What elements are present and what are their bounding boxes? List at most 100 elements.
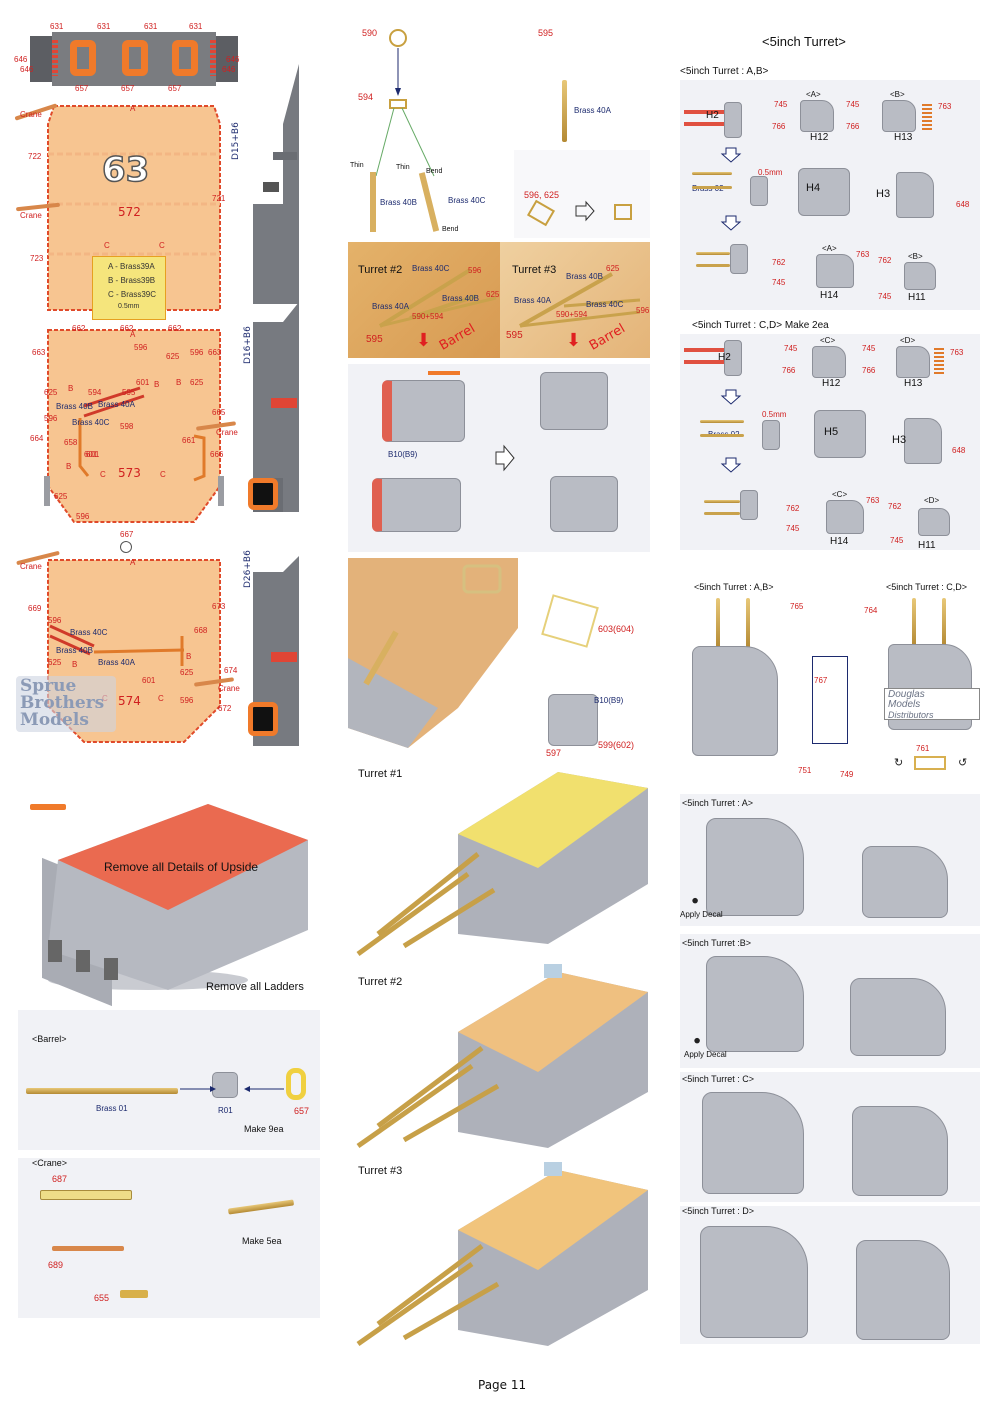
d3-left-4: 658 [64, 438, 78, 447]
d3-mid-1: 625 [166, 352, 180, 361]
ab-a: <A> [806, 90, 821, 99]
ab-h2-part [724, 102, 742, 138]
c2-brass-40a-rod [562, 80, 567, 142]
t2p-arrow: ⬇ [416, 330, 432, 351]
ab-mm: 0.5mm [758, 168, 783, 177]
view-a-decal-icon: ⚫ [690, 894, 701, 908]
ab-h3-part [896, 172, 934, 218]
note-remove-ladders: Remove all Ladders [206, 981, 304, 993]
page-number: Page 11 [478, 1378, 527, 1392]
cd-763b: 763 [866, 496, 880, 505]
d3-marker-c2: C [160, 470, 166, 479]
logo-line-3: Distributors [888, 710, 934, 720]
d4-left-2: 625 [48, 658, 62, 667]
b10-part-3 [372, 478, 461, 532]
cd-763-spring [934, 348, 944, 374]
cd-h5: H5 [824, 426, 839, 438]
ab-745c: 745 [772, 278, 786, 287]
ab-745a: 745 [774, 100, 788, 109]
ab-745b: 745 [846, 100, 860, 109]
ab-h2b-part [750, 176, 768, 206]
d4-right-1: 668 [194, 626, 208, 635]
ab-h14: H14 [820, 290, 839, 301]
d3-mid-3: 601 [136, 378, 150, 387]
c2-bend-1: Bend [426, 168, 443, 175]
crane-title: <Crane> [32, 1158, 68, 1168]
assembly-cd-title: <5inch Turret : C,D> [886, 582, 968, 592]
d3-left-0: 663 [32, 348, 46, 357]
five-inch-ab-title: <5inch Turret : A,B> [680, 66, 769, 77]
cd-step3-part [740, 490, 758, 520]
cd-766a: 766 [782, 366, 796, 375]
d3-left-3: 596 [44, 414, 58, 423]
five-inch-cd-title: <5inch Turret : C,D> Make 2ea [692, 320, 829, 331]
barrel-brass-label: Brass 01 [96, 1104, 128, 1113]
deck-572 [47, 105, 221, 311]
deck-part-top-strip [30, 28, 238, 86]
d3-top-1: 662 [120, 324, 134, 333]
t2p-40b: Brass 40B [442, 294, 479, 303]
d4-right-3: 672 [218, 704, 232, 713]
t2p-40c: Brass 40C [412, 264, 450, 273]
t3p-40b: Brass 40B [566, 272, 603, 281]
turret3-rods [519, 272, 641, 328]
crane-689: 689 [48, 1260, 64, 1270]
c2-brass-40c: Brass 40C [448, 196, 486, 205]
cd-763: 763 [950, 348, 964, 357]
ab-763b: 763 [856, 250, 870, 259]
cd-766b: 766 [862, 366, 876, 375]
d4-mid-0: 625 [180, 668, 194, 677]
d4-crane: Crane [20, 562, 42, 571]
watermark-line-2: Brothers [20, 693, 105, 713]
logo-line-1: Douglas [888, 689, 925, 700]
b10-rod [428, 371, 460, 375]
d4-mid-1: 601 [142, 676, 156, 685]
ab-h13: H13 [894, 132, 913, 143]
orange-ring-3 [172, 40, 198, 76]
logo-line-2: Models [888, 699, 921, 710]
cd-h11-part [918, 508, 950, 536]
d4-right-0: 673 [212, 602, 226, 611]
view-c-right-turret [852, 1106, 948, 1196]
detail-b10: B10(B9) [594, 696, 624, 705]
legend-a: A - Brass39A [108, 262, 155, 271]
b10-arrow [495, 444, 515, 472]
cd-h11: H11 [918, 540, 936, 551]
d4-marker-b1: B [72, 660, 78, 669]
d4-left-1: 596 [48, 616, 62, 625]
d3-left-1: 664 [30, 434, 44, 443]
legend-c: C - Brass39C [108, 290, 157, 299]
turret2-rods [378, 268, 497, 328]
assembly-ab-barrel-2 [746, 598, 750, 648]
label-631-d: 631 [189, 22, 203, 31]
d3-crane: Crane [216, 428, 238, 437]
d4-brass-40c: Brass 40C [70, 628, 108, 637]
turret2-title: Turret #2 [358, 976, 403, 988]
cd-down-arrow-2 [720, 457, 742, 473]
asm-749: 749 [840, 770, 854, 779]
t3p-590: 590+594 [556, 310, 588, 319]
d4-brass-40b: Brass 40B [56, 646, 93, 655]
asm-767: 767 [814, 676, 828, 685]
asm-765: 765 [790, 602, 804, 611]
cd-c: <C> [820, 336, 836, 345]
cd-h12: H12 [822, 378, 841, 389]
legend-note: 0.5mm [118, 303, 140, 310]
deck-573 [44, 329, 224, 523]
asm-761: 761 [916, 744, 930, 753]
cd-d: <D> [900, 336, 916, 345]
label-646-b: 646 [20, 65, 34, 74]
turret3-title: Turret #3 [358, 1165, 403, 1177]
cd-h3: H3 [892, 434, 907, 446]
d3-brass-40c: Brass 40C [72, 418, 110, 427]
t2p-625: 625 [486, 290, 500, 299]
cd-brass: Brass 02 [708, 430, 740, 439]
label-646-d: 646 [222, 65, 236, 74]
d3-mid-2: 596 [190, 348, 204, 357]
hull-side-profile-1 [253, 64, 299, 304]
c2-brass-40a-label: Brass 40A [574, 106, 611, 115]
cd-h12-part [812, 346, 846, 378]
ab-763-spring [922, 104, 932, 132]
cd-745c: 745 [786, 524, 800, 533]
ab-b2: <B> [908, 252, 923, 261]
